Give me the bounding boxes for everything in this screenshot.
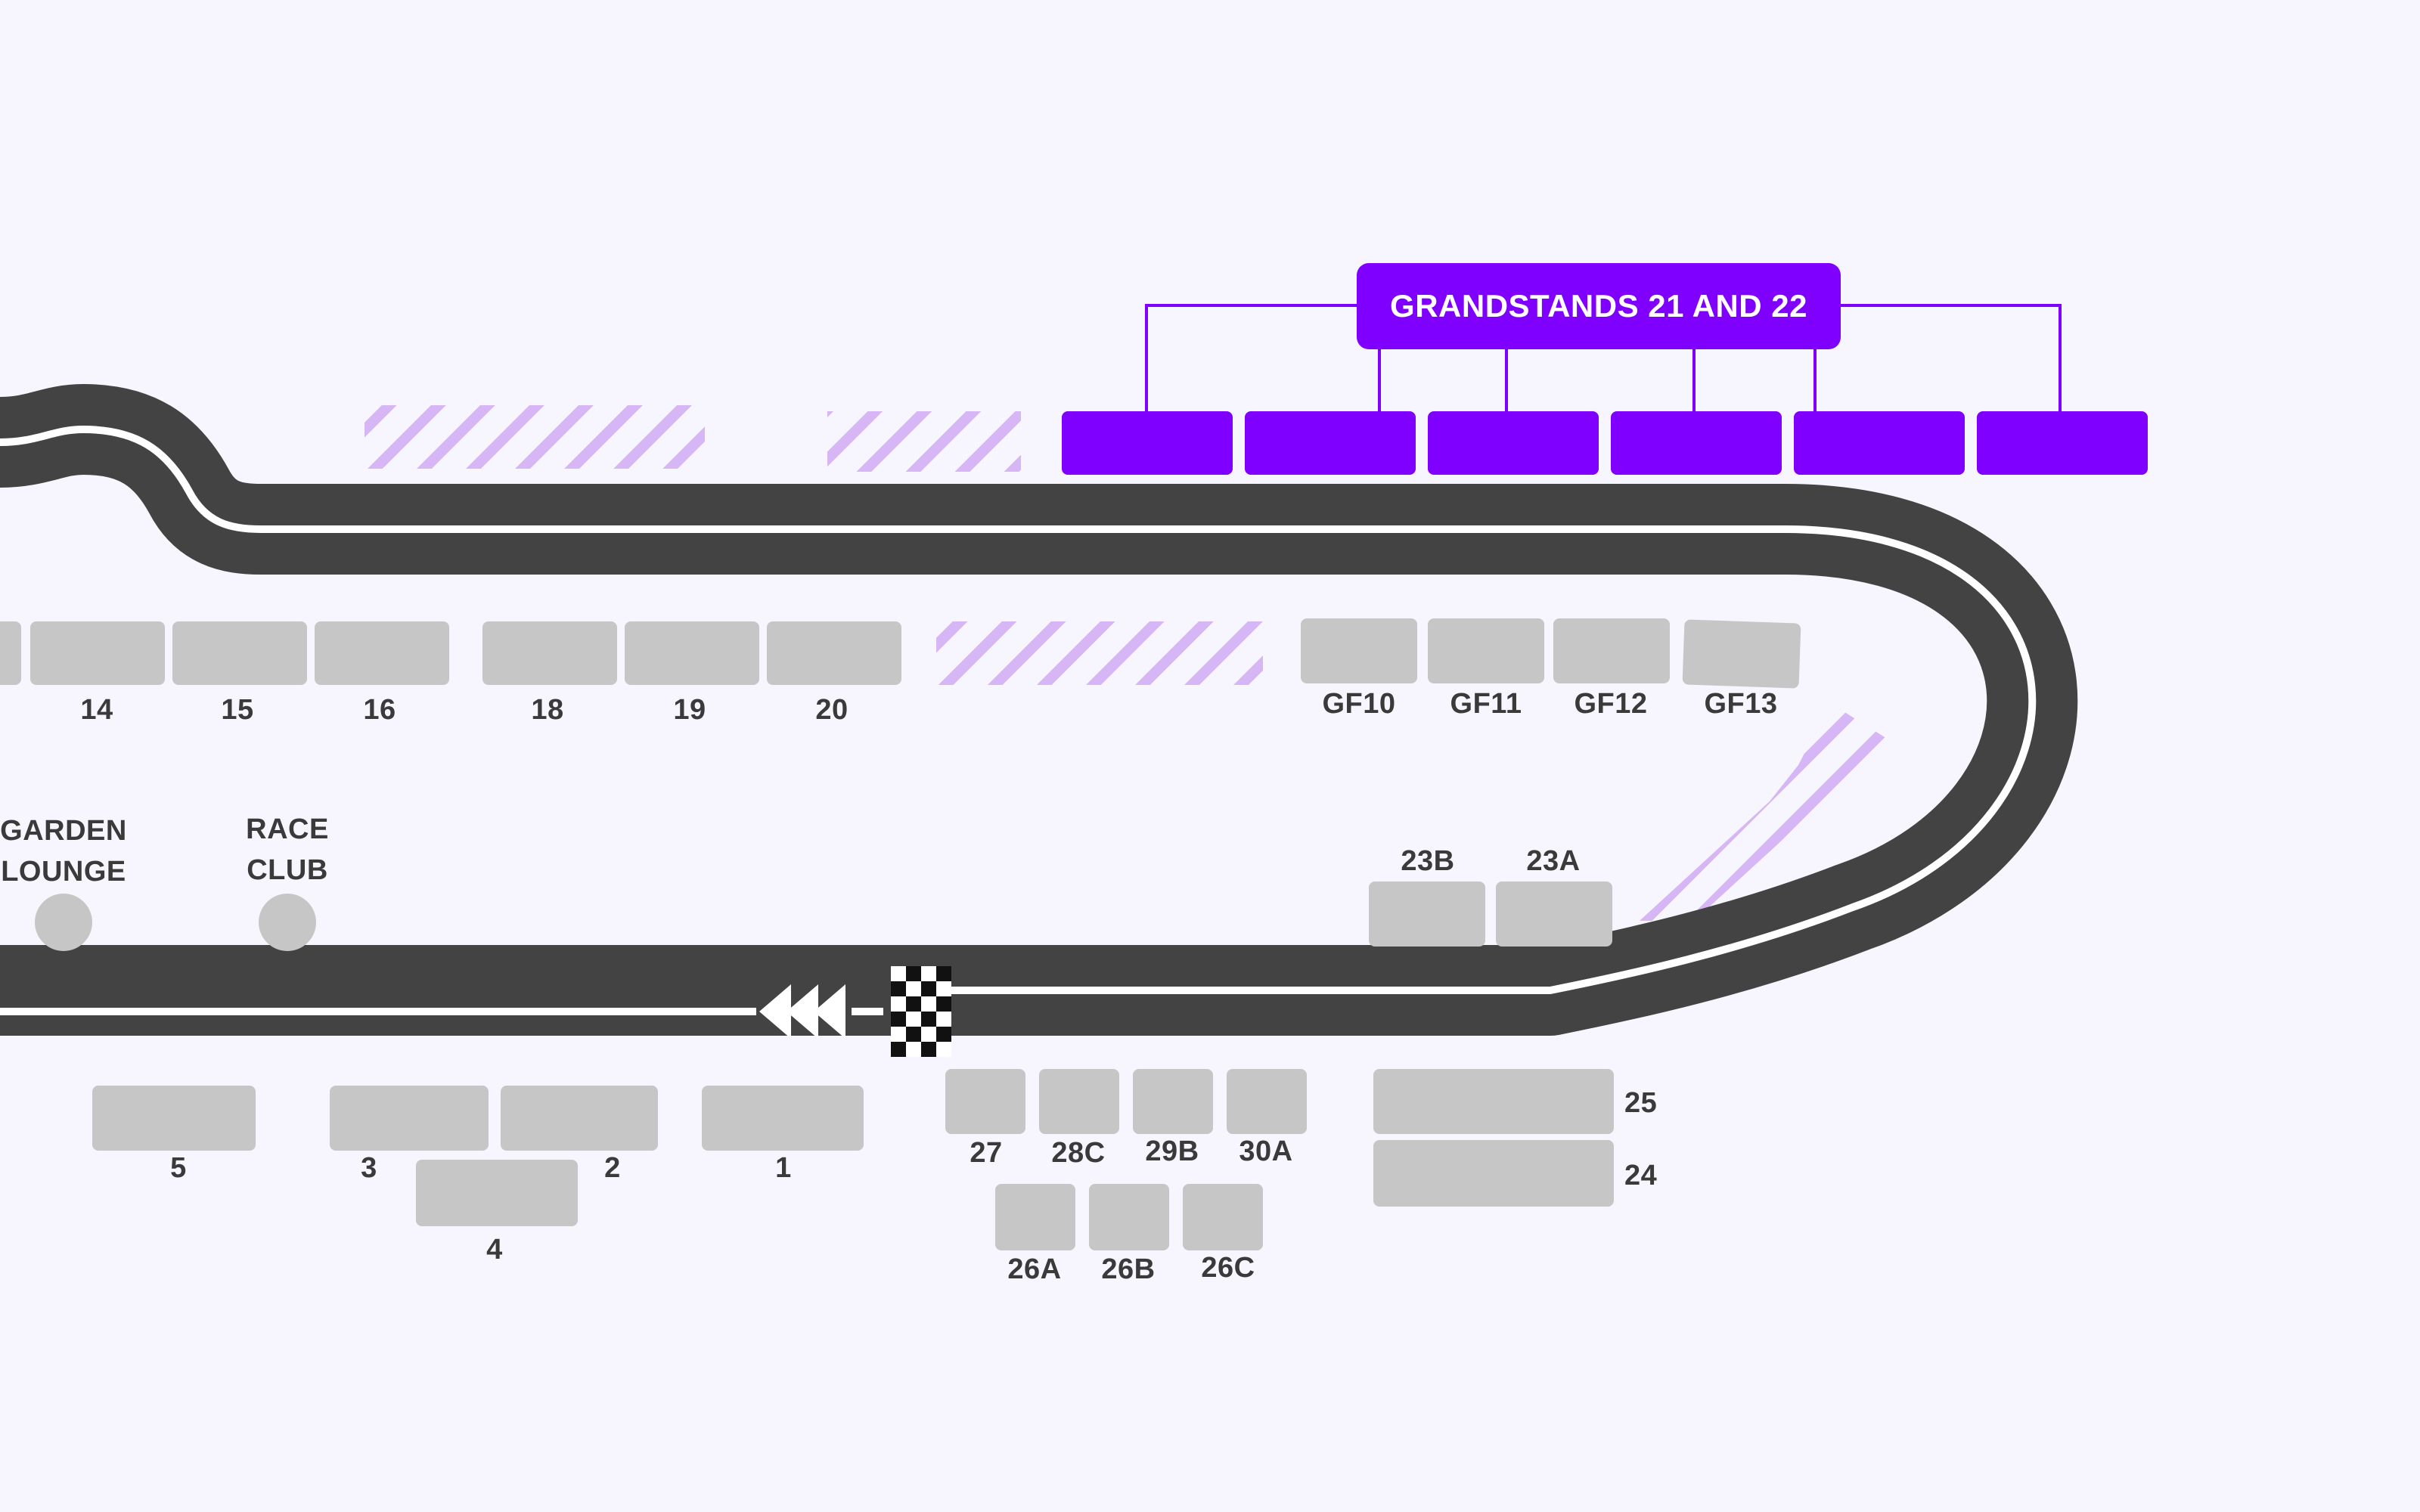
grandstand-14[interactable] [30, 621, 165, 685]
hatched-zone-3 [936, 621, 1263, 685]
grandstand-23a[interactable] [1496, 881, 1612, 947]
grandstand-gf10-label: GF10 [1322, 688, 1396, 720]
garden-lounge-label-line2: LOUNGE [1, 856, 126, 888]
grandstand-13-partial[interactable] [0, 621, 21, 685]
grandstand-25-label: 25 [1624, 1087, 1658, 1119]
grandstand-20-label: 20 [815, 694, 849, 726]
grandstand-19[interactable] [625, 621, 759, 685]
direction-arrows-icon [759, 984, 845, 1039]
grandstand-21-22-block-2[interactable] [1245, 411, 1416, 475]
callout-connectors [1145, 304, 2062, 411]
grandstand-24-label: 24 [1624, 1160, 1658, 1191]
grandstand-23b[interactable] [1369, 881, 1485, 947]
hatched-zone-4 [1640, 703, 1891, 921]
track-center-line [0, 426, 2037, 994]
grandstand-16-label: 16 [363, 694, 396, 726]
grandstand-26b-label: 26B [1101, 1253, 1156, 1285]
finish-line-icon [891, 966, 951, 1057]
grandstand-26a[interactable] [995, 1184, 1075, 1250]
grandstand-3-label: 3 [361, 1152, 377, 1184]
grandstand-14-label: 14 [80, 694, 113, 726]
grandstand-20[interactable] [767, 621, 901, 685]
garden-lounge-marker[interactable] [35, 894, 92, 951]
grandstand-29b-label: 29B [1145, 1136, 1199, 1167]
hatched-zone-2 [827, 411, 1021, 472]
garden-lounge-label-line1: GARDEN [0, 815, 127, 847]
grandstand-21-22-block-6[interactable] [1977, 411, 2148, 475]
grandstand-18[interactable] [482, 621, 617, 685]
hatched-zone-1 [365, 405, 705, 469]
grandstand-26c-label: 26C [1201, 1252, 1255, 1284]
grandstand-30a[interactable] [1227, 1069, 1307, 1134]
grandstand-1-label: 1 [775, 1152, 792, 1184]
grandstand-4-label: 4 [486, 1234, 503, 1266]
grandstand-23b-label: 23B [1401, 845, 1455, 877]
grandstand-gf12[interactable] [1553, 618, 1670, 683]
grandstand-gf13[interactable] [1682, 619, 1801, 689]
grandstand-23a-label: 23A [1526, 845, 1581, 877]
grandstand-21-22-block-3[interactable] [1428, 411, 1599, 475]
grandstand-27-label: 27 [970, 1137, 1003, 1169]
grandstand-gf13-label: GF13 [1704, 688, 1778, 720]
grandstand-28c[interactable] [1039, 1069, 1119, 1134]
grandstand-19-label: 19 [673, 694, 706, 726]
race-club-marker[interactable] [259, 894, 316, 951]
race-club-label-line2: CLUB [247, 854, 328, 886]
race-club-label-line1: RACE [246, 813, 329, 845]
grandstand-18-label: 18 [531, 694, 564, 726]
grandstand-26a-label: 26A [1007, 1253, 1062, 1285]
grandstand-27[interactable] [945, 1069, 1025, 1134]
grandstand-16[interactable] [315, 621, 449, 685]
grandstand-15-label: 15 [221, 694, 254, 726]
grandstand-28c-label: 28C [1051, 1137, 1106, 1169]
grandstand-4[interactable] [416, 1160, 578, 1226]
race-track [0, 384, 2078, 1036]
grandstand-5-label: 5 [170, 1152, 187, 1184]
grandstand-25[interactable] [1373, 1069, 1614, 1134]
grandstand-gf10[interactable] [1301, 618, 1417, 683]
grandstand-21-22-block-4[interactable] [1611, 411, 1782, 475]
garden-lounge-label: GARDEN LOUNGE [0, 810, 127, 892]
grandstand-26b[interactable] [1089, 1184, 1169, 1250]
grandstands-21-22-callout[interactable]: GRANDSTANDS 21 AND 22 [1357, 263, 1841, 349]
grandstand-21-22-block-5[interactable] [1794, 411, 1965, 475]
grandstand-gf11-label: GF11 [1450, 688, 1522, 720]
grandstand-29b[interactable] [1133, 1069, 1213, 1134]
grandstand-21-22-block-1[interactable] [1062, 411, 1233, 475]
restricted-zones [365, 405, 1891, 921]
grandstand-26c[interactable] [1183, 1184, 1263, 1250]
grandstand-30a-label: 30A [1239, 1136, 1293, 1167]
grandstand-gf12-label: GF12 [1574, 688, 1648, 720]
grandstand-2-label: 2 [604, 1152, 621, 1184]
grandstand-5[interactable] [92, 1086, 256, 1151]
grandstand-15[interactable] [172, 621, 307, 685]
grandstand-gf11[interactable] [1428, 618, 1544, 683]
race-club-label: RACE CLUB [246, 809, 329, 891]
grandstand-3[interactable] [330, 1086, 489, 1151]
grandstand-24[interactable] [1373, 1140, 1614, 1207]
grandstand-2[interactable] [501, 1086, 658, 1151]
grandstand-1[interactable] [702, 1086, 864, 1151]
